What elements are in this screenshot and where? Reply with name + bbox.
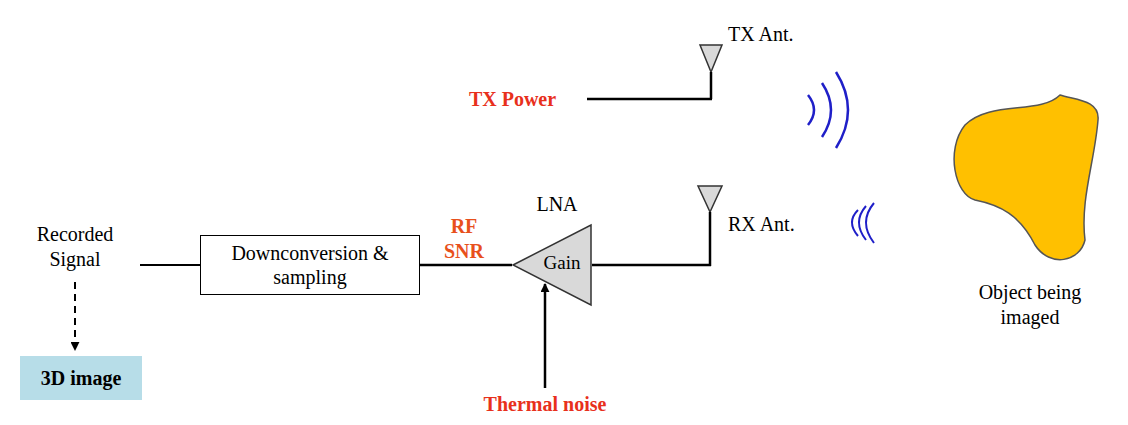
dashed-arrow xyxy=(74,282,76,350)
output-wire xyxy=(140,264,200,266)
lna-amplifier: LNA Gain xyxy=(512,190,592,310)
object-blob xyxy=(954,95,1098,260)
signal-label: TX Power xyxy=(440,87,585,112)
box-text: Downconversion & sampling xyxy=(209,241,411,289)
rx-stem xyxy=(709,212,712,266)
amplifier-name: LNA xyxy=(522,192,592,216)
noise-arrow xyxy=(544,284,547,388)
rx-feed-line xyxy=(592,264,711,267)
tx-antenna xyxy=(700,45,722,72)
signal-label: Recorded Signal xyxy=(15,222,135,272)
amplifier-gain: Gain xyxy=(532,252,592,275)
tx-stem xyxy=(710,72,713,99)
signal-label: RF SNR xyxy=(438,214,490,264)
noise-label: Thermal noise xyxy=(455,392,635,417)
tx-feed-line xyxy=(587,98,712,101)
tx-waves xyxy=(808,72,848,148)
antenna-label: RX Ant. xyxy=(728,212,818,237)
process-box: Downconversion & sampling xyxy=(200,235,420,295)
rx-antenna xyxy=(698,186,722,212)
antenna-label: TX Ant. xyxy=(728,22,818,47)
object-label: Object being imaged xyxy=(955,280,1105,330)
rx-waves xyxy=(852,203,874,243)
signal-wire xyxy=(420,264,512,267)
output-box: 3D image xyxy=(20,356,142,400)
box-text: 3D image xyxy=(41,366,122,390)
